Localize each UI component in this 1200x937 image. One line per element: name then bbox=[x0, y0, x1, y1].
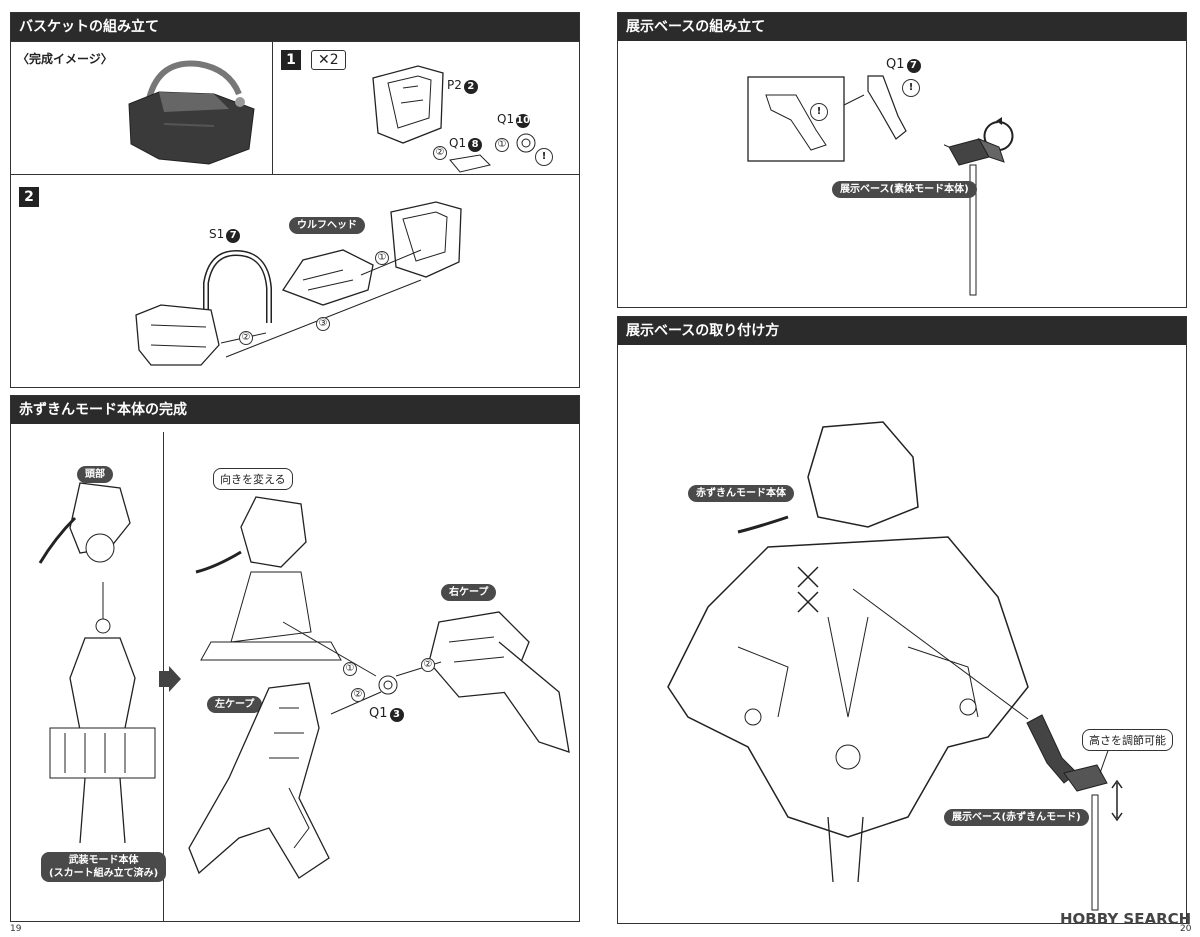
basket-shell-right-illustration bbox=[390, 201, 462, 278]
akazukin-completion-panel: 赤ずきんモード本体の完成 頭部 武装モード本体 (スカート組み立て済み) 向きを… bbox=[10, 395, 580, 922]
right-cape-illustration bbox=[428, 611, 570, 753]
rotated-body-illustration bbox=[195, 496, 342, 661]
base-attach-title: 展示ベースの取り付け方 bbox=[618, 317, 1186, 345]
part-warning-icon: ! bbox=[902, 79, 920, 97]
left-cape-illustration bbox=[188, 682, 330, 879]
handle-s1-illustration bbox=[203, 249, 272, 323]
wolf-head-illustration bbox=[282, 249, 374, 306]
height-adjustable-label: 高さを調節可能 bbox=[1082, 729, 1173, 751]
akazukin-mode-body-illustration bbox=[667, 421, 1029, 883]
step-1-number: 1 bbox=[281, 50, 301, 70]
cape-arrow-2-label: ② bbox=[351, 688, 365, 702]
cape-arrow-2b-label: ② bbox=[421, 658, 435, 672]
left-cape-label: 左ケープ bbox=[207, 696, 263, 713]
step2-arrow-3-label: ③ bbox=[316, 317, 330, 331]
armed-mode-body-illustration bbox=[49, 618, 156, 844]
display-base-naked-label: 展示ベース(素体モード本体) bbox=[832, 181, 977, 198]
basket-preview-box: 〈完成イメージ〉 bbox=[11, 41, 273, 176]
attach-arrow bbox=[852, 588, 1029, 720]
warning-icon: ! bbox=[535, 148, 553, 166]
armed-mode-body-label: 武装モード本体 (スカート組み立て済み) bbox=[41, 852, 167, 882]
left-page-number: 19 bbox=[10, 924, 22, 934]
base-assembly-title: 展示ベースの組み立て bbox=[618, 13, 1186, 41]
part-q1-8-illustration bbox=[449, 154, 491, 173]
akazukin-body-label: 赤ずきんモード本体 bbox=[688, 485, 794, 502]
step-2-number: 2 bbox=[19, 187, 39, 207]
step-arrow-1-label: ① bbox=[495, 138, 509, 152]
right-page-number: 20 bbox=[1180, 924, 1192, 934]
step2-arrow-2-label: ② bbox=[239, 331, 253, 345]
part-q1-10-illustration bbox=[516, 133, 536, 153]
right-cape-label: 右ケープ bbox=[441, 584, 497, 601]
basket-assembly-arrows bbox=[220, 249, 422, 358]
step-arrow-2-label: ② bbox=[433, 146, 447, 160]
base-attach-panel: 展示ベースの取り付け方 赤ずきんモード本体 高さを調節可能 展示ベース(赤ずきん… bbox=[617, 316, 1187, 924]
turn-direction-label: 向きを変える bbox=[213, 468, 293, 490]
basket-finished-illustration bbox=[128, 60, 255, 165]
head-illustration bbox=[38, 482, 131, 564]
head-label: 頭部 bbox=[77, 466, 113, 483]
part-q1-7-illustration bbox=[867, 75, 907, 140]
part-q1-3-illustration bbox=[378, 675, 398, 695]
akazukin-completion-title: 赤ずきんモード本体の完成 bbox=[11, 396, 579, 424]
basket-shell-left-illustration bbox=[135, 304, 220, 366]
base-zoom-callout bbox=[747, 76, 865, 162]
cape-arrow-1-label: ① bbox=[343, 662, 357, 676]
display-base-illustration bbox=[944, 117, 1014, 296]
preview-label: 〈完成イメージ〉 bbox=[17, 52, 113, 66]
wolf-head-label: ウルフヘッド bbox=[289, 217, 365, 234]
display-base-akazukin-illustration bbox=[1026, 714, 1123, 911]
basket-part-p2-illustration bbox=[372, 65, 444, 144]
times-two-badge: ✕2 bbox=[311, 50, 346, 70]
display-base-akazukin-label: 展示ベース(赤ずきんモード) bbox=[944, 809, 1089, 826]
transition-arrow-icon bbox=[159, 666, 181, 692]
hobby-search-watermark: HOBBY SEARCH bbox=[1060, 910, 1192, 928]
cape-assembly-arrows bbox=[282, 621, 442, 715]
callout-warning-icon: ! bbox=[810, 103, 828, 121]
step2-arrow-1-label: ① bbox=[375, 251, 389, 265]
basket-assembly-title: バスケットの組み立て bbox=[11, 13, 579, 41]
